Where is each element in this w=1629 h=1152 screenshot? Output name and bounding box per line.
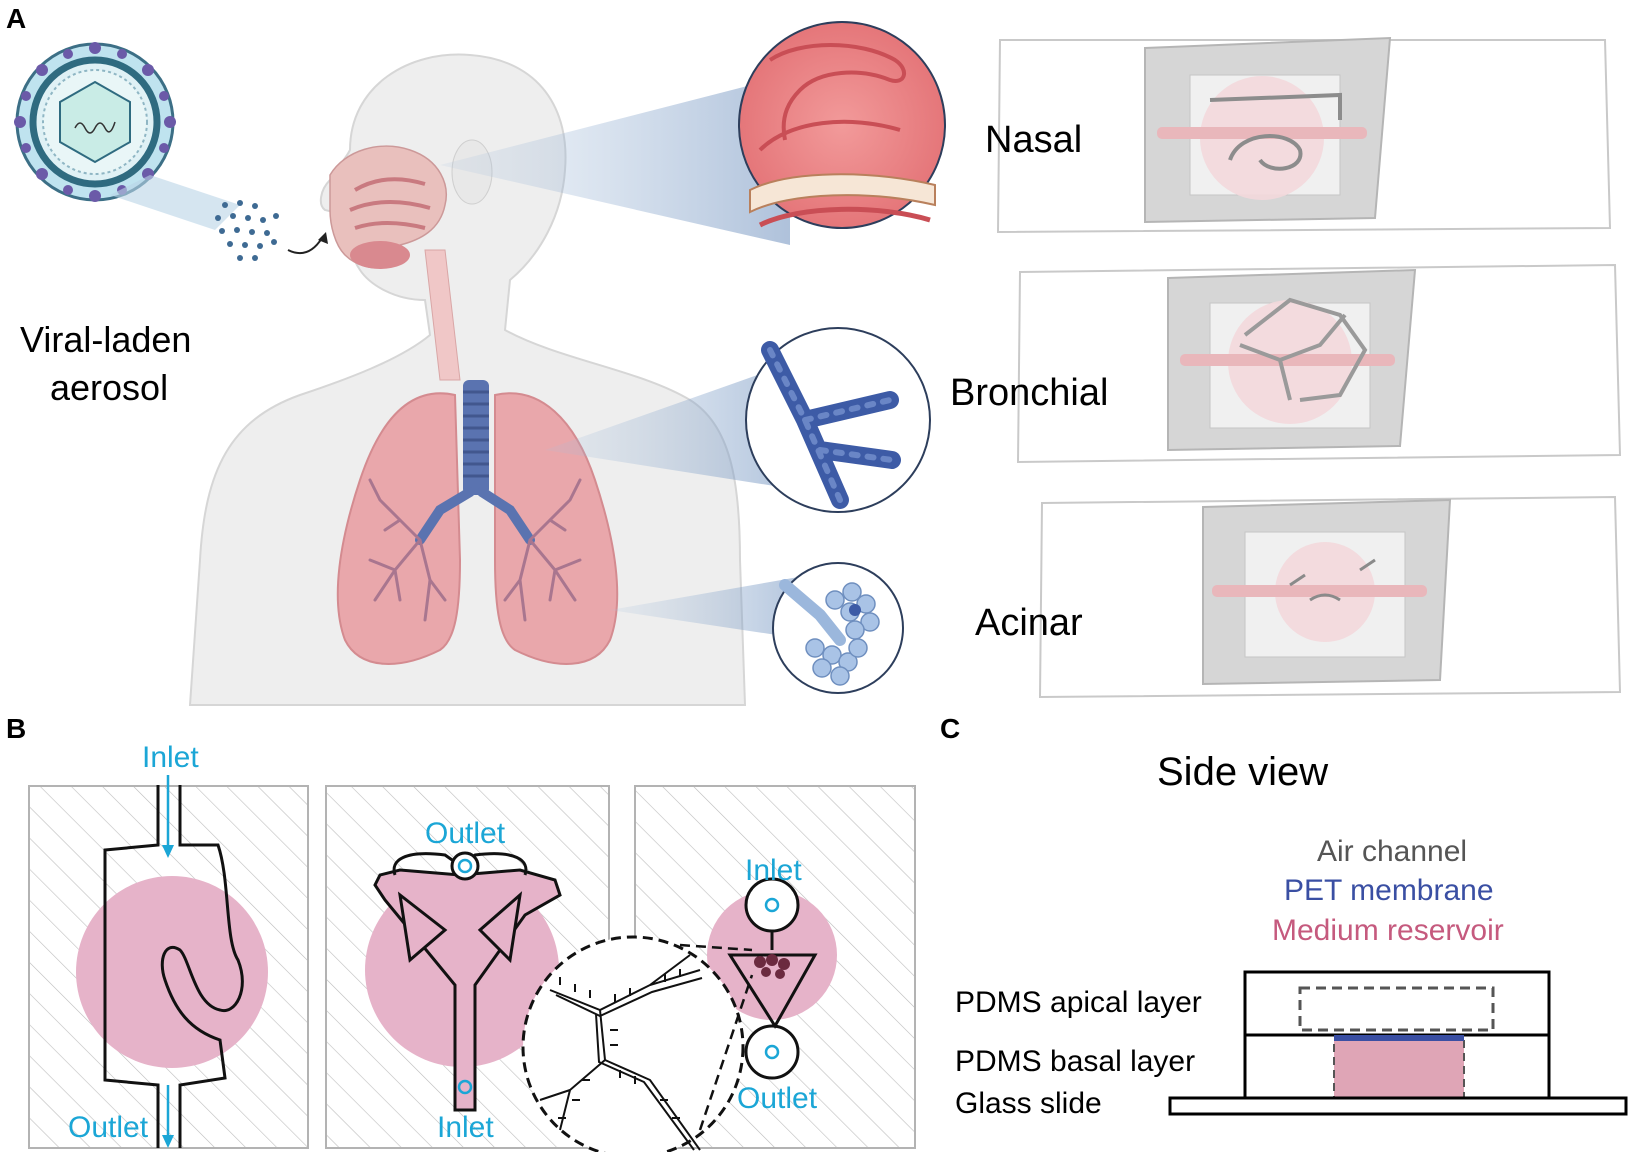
glass-slide-label: Glass slide (955, 1087, 1102, 1120)
acinar-chip-render: Acinar (975, 495, 1622, 699)
acinar-channel-diagram: Inlet Outlet (707, 854, 837, 1115)
panel-b: B Inlet Outlet Outlet Inlet (6, 713, 916, 1152)
aerosol-label-line2: aerosol (50, 367, 168, 408)
nasal-chip-render: Nasal (985, 36, 1612, 234)
bronchial-zoom-beam (545, 360, 800, 490)
bronchial-inlet-label: Inlet (437, 1111, 494, 1144)
inhale-arrowhead (318, 232, 328, 244)
aerosol-label-line1: Viral-laden (20, 319, 191, 360)
nasal-channel-diagram: Inlet Outlet (68, 741, 268, 1148)
panel-a: A Vira (6, 3, 1622, 706)
glass-slide-shape (1168, 1096, 1628, 1116)
bronchial-chip-render: Bronchial (950, 263, 1622, 464)
virus-zoom-beam (110, 175, 240, 230)
legend-pet-membrane: PET membrane (1284, 874, 1494, 907)
nasal-chip-label: Nasal (985, 119, 1082, 161)
pdms-apical-label: PDMS apical layer (955, 986, 1202, 1019)
acinar-chip-label: Acinar (975, 602, 1083, 644)
panel-c: C Side view Air channel PET membrane Med… (940, 713, 1628, 1120)
medium-reservoir-shape (1333, 1039, 1465, 1099)
air-channel-shape (1298, 986, 1495, 1032)
side-view-diagram (1168, 970, 1628, 1116)
bronchial-outlet-label: Outlet (425, 817, 506, 850)
nasal-outlet-label: Outlet (68, 1111, 149, 1144)
legend-medium-reservoir: Medium reservoir (1272, 914, 1504, 947)
acinar-outlet-label: Outlet (737, 1082, 818, 1115)
virus-icon (14, 42, 176, 202)
nasal-zoom-icon (738, 21, 946, 229)
side-view-title: Side view (1157, 750, 1328, 794)
bronchus-zoom-icon (745, 327, 931, 513)
nasal-inlet-label: Inlet (142, 741, 199, 774)
pet-membrane-shape (1334, 1035, 1464, 1041)
pdms-apical-layer-shape (1243, 970, 1551, 1037)
bronchial-channel-diagram: Outlet Inlet (365, 817, 562, 1144)
inhale-arrow (287, 237, 323, 254)
nasal-zoom-beam (440, 75, 790, 245)
acinus-zoom-icon (772, 562, 904, 694)
acinar-tree-magnified (521, 935, 754, 1152)
aerosol-droplets-icon (215, 200, 279, 261)
panel-c-label: C (940, 713, 960, 744)
pdms-basal-label: PDMS basal layer (955, 1045, 1195, 1078)
bronchial-chip-label: Bronchial (950, 372, 1108, 414)
panel-b-label: B (6, 713, 26, 744)
legend-air-channel: Air channel (1317, 835, 1467, 868)
human-body-illustration (188, 53, 747, 706)
acinar-zoom-beam (610, 575, 810, 640)
panel-a-label: A (6, 3, 26, 34)
acinar-inlet-label: Inlet (745, 854, 802, 887)
